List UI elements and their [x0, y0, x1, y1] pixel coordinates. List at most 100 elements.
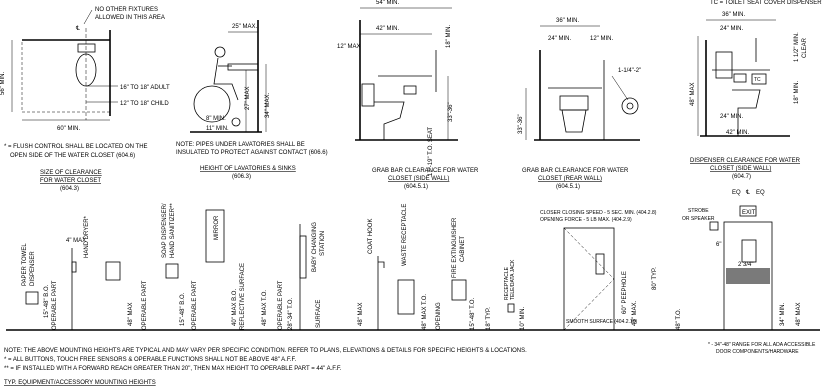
dispenser-label: DISPENSER — [30, 251, 36, 286]
door-vision — [595, 253, 605, 275]
max-48-to-2: 48" MAX T.O. — [422, 294, 428, 330]
exit-vision — [741, 239, 757, 263]
dim-36-min: 36" MIN. — [556, 18, 579, 24]
min-10: 10" MIN. — [520, 307, 526, 330]
hand-dryer-label: HAND DRYER* — [84, 215, 90, 258]
dim-6: 6" — [716, 242, 721, 248]
max-48-1: 48" MAX — [128, 303, 134, 326]
receptacle-label: RECEPTACLE — [504, 266, 510, 300]
dim-3339: 33"-36" — [448, 102, 454, 122]
max-40-bo: 40" MAX B.O. — [232, 289, 238, 326]
baby-changing-label: BABY CHANGING — [312, 222, 318, 272]
operable-part-1: OPERABLE PART — [52, 280, 58, 330]
eq-centerline: ℄ — [745, 190, 750, 196]
dim-24-min-disp-b: 24" MIN. — [720, 114, 743, 120]
dim-34-max: 34" MAX. — [265, 93, 271, 118]
soap-box — [165, 263, 179, 279]
hand-dryer-box — [105, 261, 121, 281]
peephole-label: 60" PEEPHOLE — [622, 271, 628, 314]
smooth-surface: SMOOTH SURFACE (404.2.10) — [566, 319, 637, 325]
mirror-label: MIRROR — [214, 215, 220, 240]
note-3: ** = IF INSTALLED WITH A FORWARD REACH G… — [4, 366, 342, 372]
station-label: STATION — [320, 231, 326, 256]
dia-leader — [611, 75, 629, 101]
toilet-paper-dispenser — [733, 73, 747, 83]
waste-box — [397, 279, 415, 315]
speaker-label: OR SPEAKER — [682, 216, 715, 222]
dryer-profile — [71, 261, 77, 273]
to-2834: 28"-34" T.O. — [288, 298, 294, 330]
sanitizer-label: HAND SANITIZER** — [170, 203, 176, 258]
wheelchair-caster — [231, 117, 241, 127]
exit-sign-box — [739, 205, 757, 217]
paper-towel-label: PAPER TOWEL — [22, 243, 28, 286]
clearance-ref: (604.3) — [60, 186, 79, 192]
dim-3336: 33"-36" — [518, 114, 524, 134]
closing-speed: CLOSER CLOSING SPEED - 5 SEC. MIN. (404.… — [540, 210, 657, 216]
child-dim: 12" TO 18" CHILD — [120, 101, 169, 107]
rear-wall-detail: 36" MIN. 24" MIN. 12" MIN. 1-1/4"-2" 33"… — [518, 18, 641, 190]
receptacle-box — [507, 303, 515, 313]
waste-label: WASTE RECEPTACLE — [402, 204, 408, 266]
grab-bar-inner — [626, 102, 634, 110]
centerline-symbol: ℄ — [75, 26, 80, 32]
rear-ref: (604.5.1) — [556, 184, 580, 190]
clearance-title-1: SIZE OF CLEARANCE — [40, 170, 102, 176]
max-48-5: 48" MAX — [796, 303, 802, 326]
flush-note-1: * = FLUSH CONTROL SHALL BE LOCATED ON TH… — [4, 144, 148, 150]
adult-dim: 16" TO 18" ADULT — [120, 85, 170, 91]
fire-label: FIRE EXTINGUISHER — [452, 217, 458, 278]
toilet-disp — [732, 89, 761, 136]
door-frame — [563, 227, 615, 331]
dim-12-max: 12" MAX — [337, 44, 360, 50]
toilet-tank-side — [361, 83, 375, 107]
dim-42-min-disp: 42" MIN. — [726, 130, 749, 136]
clearance-detail: NO OTHER FIXTURES ALLOWED IN THIS AREA ℄… — [0, 7, 170, 192]
flush-note-2: OPEN SIDE OF THE WATER CLOSET (604.6) — [10, 153, 135, 159]
tc-label: TC — [754, 77, 761, 83]
cabinet-label: CABINET — [460, 236, 466, 262]
paper-holder — [403, 85, 417, 95]
opening-label: OPENING — [436, 302, 442, 330]
eq-label-1: EQ — [732, 190, 741, 196]
panic-bar — [726, 268, 770, 284]
soap-label: SOAP DISPENSER/ — [162, 203, 168, 258]
to-1548: 15"-48" T.O. — [470, 298, 476, 330]
rear-title-1: GRAB BAR CLEARANCE FOR WATER — [522, 168, 629, 174]
exit-sign: EXIT — [742, 210, 756, 216]
person-head — [214, 46, 226, 58]
coat-hook-label: COAT HOOK — [368, 219, 374, 254]
toilet-tank-disp — [715, 51, 733, 79]
disp-title-2: CLOSET (SIDE WALL) — [710, 166, 771, 172]
dim-24-min: 24" MIN. — [548, 36, 571, 42]
dim-112-min: 1 1/2" MIN. — [794, 32, 800, 62]
operable-part-4: OPERABLE PART — [278, 280, 284, 330]
lavatory-counter — [227, 63, 259, 71]
dim-48-max-disp: 48" MAX — [690, 83, 696, 106]
strobe-box — [709, 221, 719, 231]
range-note-2: DOOR COMPONENTS/HARDWARE — [716, 349, 799, 355]
max-43: 43" MAX. — [632, 301, 638, 326]
min-34: 34" MIN. — [780, 303, 786, 326]
disp-ref: (604.7) — [732, 174, 751, 180]
person-body — [213, 57, 239, 101]
exit-door-frame — [723, 221, 773, 331]
surface-label: SURFACE — [316, 300, 322, 328]
lav-title: HEIGHT OF LAVATORIES & SINKS — [200, 166, 296, 172]
tele-label: TELE/DATA JACK — [510, 259, 516, 300]
dim-1719-seat: 17"-19" T.O. SEAT — [428, 127, 434, 176]
mirror-box — [205, 209, 225, 263]
typ-18: 18" TYP. — [486, 307, 492, 330]
lav-note-2: INSULATED TO PROTECT AGAINST CONTACT (60… — [176, 150, 328, 156]
accessories-row: PAPER TOWEL DISPENSER 15"-48" B.O. OPERA… — [6, 190, 820, 355]
toilet-tank-front — [559, 95, 589, 111]
leader-line — [83, 9, 93, 25]
toilet-tank — [77, 43, 96, 53]
opening-force: OPENING FORCE - 5 LB MAX. (404.2.9) — [540, 217, 632, 223]
bo-1548-2: 15"-48" B.O. — [180, 292, 186, 326]
dim-18-min: 18" MIN. — [446, 25, 452, 48]
note-2: * = ALL BUTTONS, TOUCH FREE SENSORS & OP… — [4, 357, 296, 363]
operable-part-2: OPERABLE PART — [142, 280, 148, 330]
lav-note-1: NOTE: PIPES UNDER LAVATORIES SHALL BE — [176, 142, 305, 148]
